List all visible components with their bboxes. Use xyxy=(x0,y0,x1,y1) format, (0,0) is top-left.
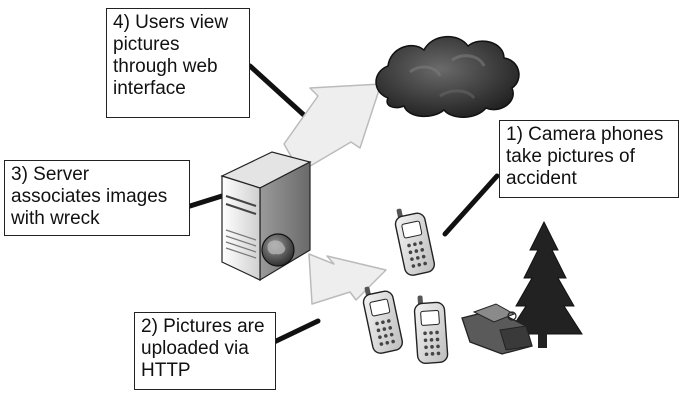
pine-tree-icon xyxy=(507,220,583,348)
camera-phone-icon xyxy=(413,295,449,365)
wrecked-car-icon xyxy=(461,303,533,355)
label-step3: 3) Server associates images with wreck xyxy=(4,160,190,236)
camera-phone-icon xyxy=(362,286,404,354)
upload-arrow xyxy=(308,253,387,305)
label-step4: 4) Users view pictures through web inter… xyxy=(106,8,250,118)
leader-line-step4 xyxy=(247,63,308,119)
leader-line-step1 xyxy=(442,173,500,237)
label-step1: 1) Camera phones take pictures of accide… xyxy=(499,120,679,198)
leader-line-step3 xyxy=(187,193,225,209)
globe-icon xyxy=(261,233,295,267)
camera-phone-icon xyxy=(394,208,436,276)
cloud-icon xyxy=(375,36,520,118)
leader-line-step2 xyxy=(269,318,321,346)
server-icon xyxy=(220,151,312,282)
label-step2: 2) Pictures are uploaded via HTTP xyxy=(134,312,276,390)
